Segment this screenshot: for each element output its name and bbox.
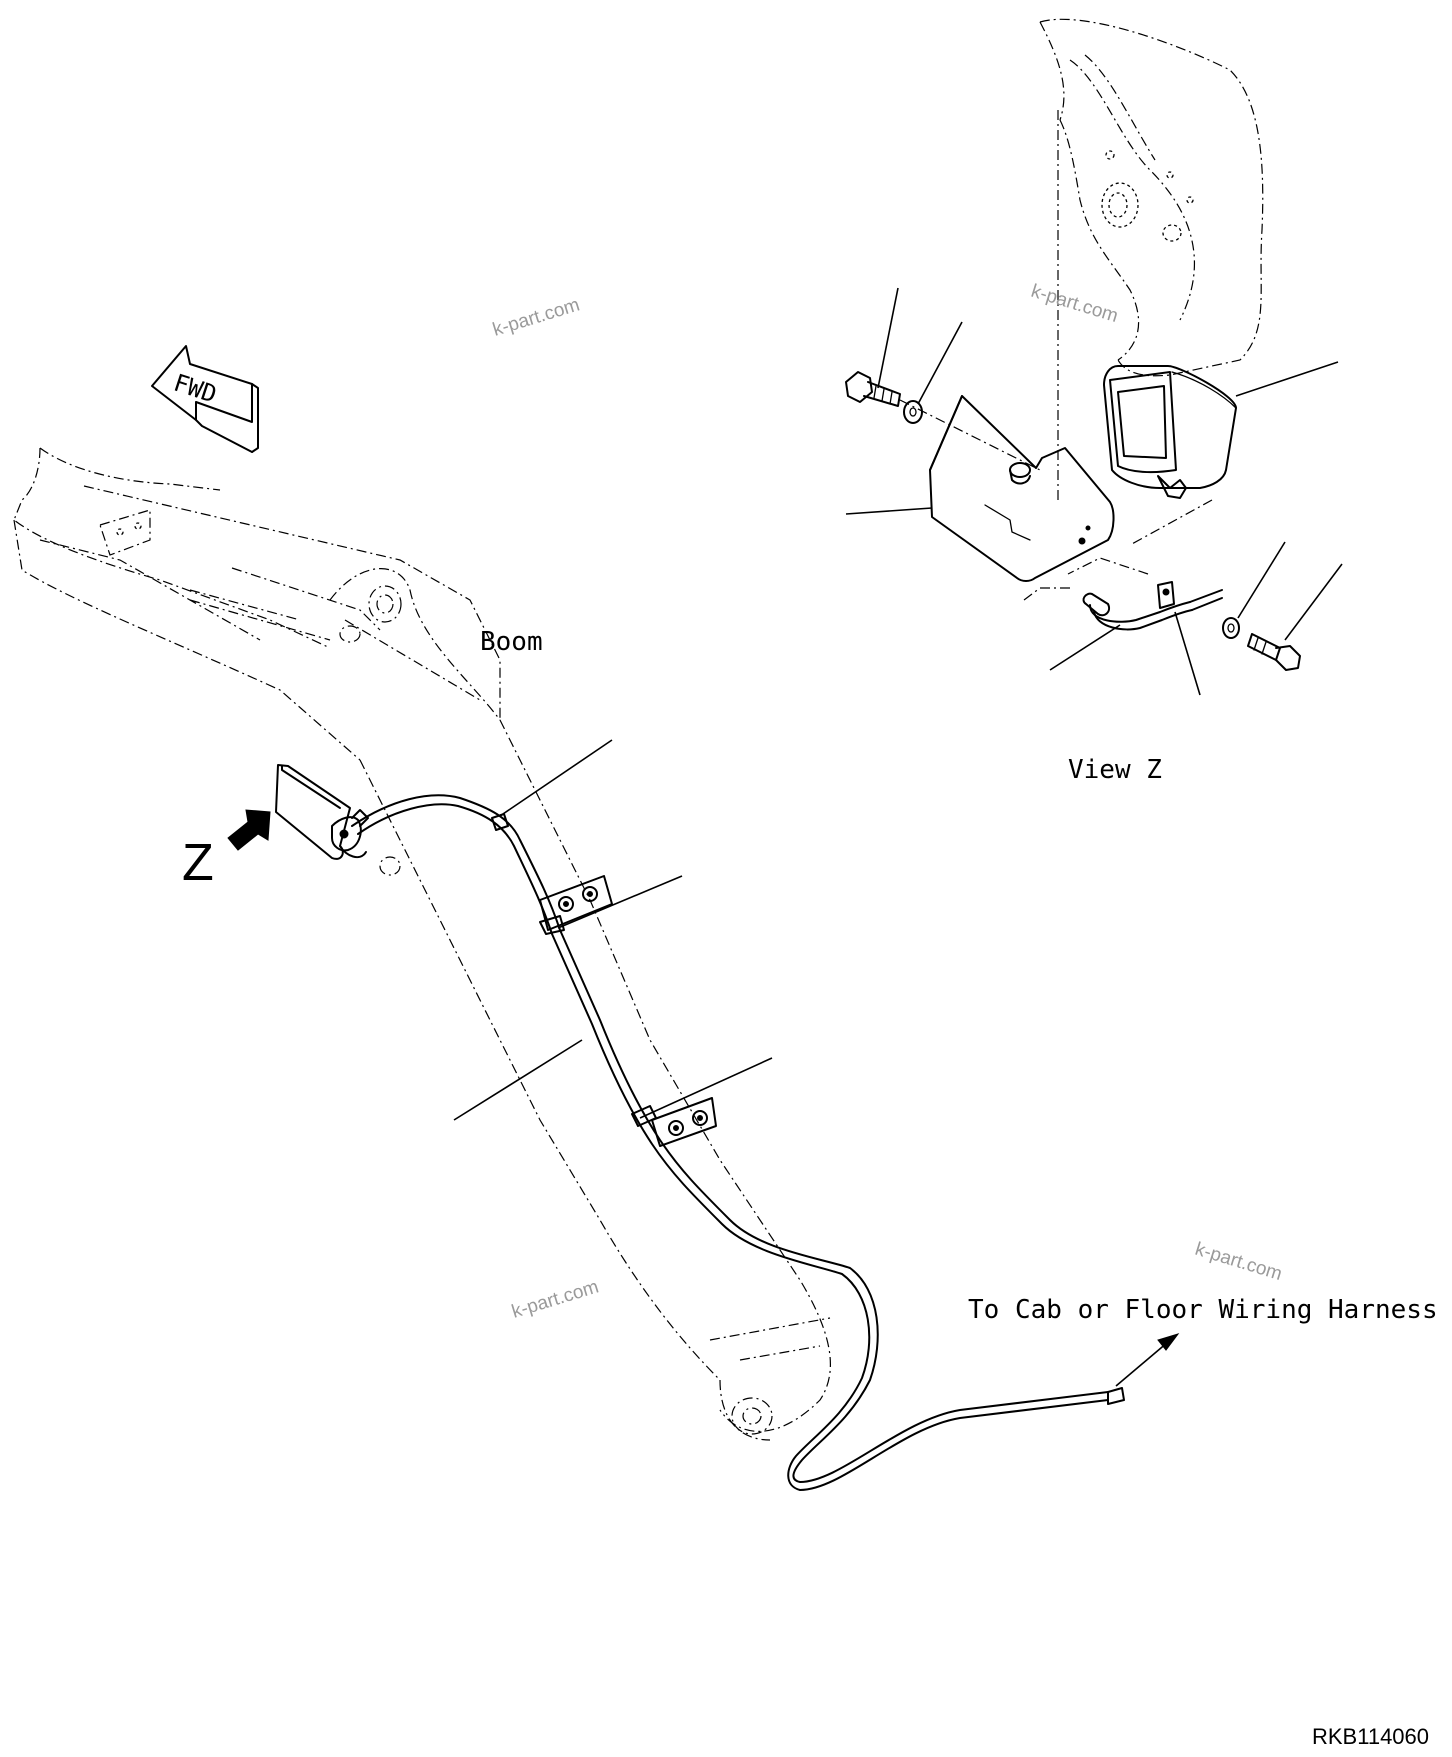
fwd-arrow-icon: FWD (151, 345, 259, 453)
work-lamp (1103, 365, 1237, 546)
leader-lines-boom (453, 739, 773, 1121)
washer-upper (903, 400, 923, 424)
boom-lamp-assembly (275, 764, 369, 860)
drawing-code: RKB114060 (1312, 1724, 1429, 1749)
harness-direction-arrow-icon (1115, 1333, 1180, 1387)
boom-outline (13, 447, 831, 1441)
lamp-connector (1023, 557, 1223, 631)
boom-label: Boom (480, 627, 543, 657)
view-z-arrow-icon (227, 809, 271, 851)
bolt-axis-upper (899, 399, 1041, 471)
watermark: k-part.com (509, 1276, 601, 1322)
watermark: k-part.com (490, 294, 582, 340)
z-marker-label: Z (182, 834, 214, 892)
fwd-label: FWD (170, 369, 220, 409)
boom-bracket-outline (1039, 18, 1264, 377)
washer-lower (1222, 617, 1240, 639)
harness-clamps (539, 875, 717, 1147)
leader-lines-view-z (845, 287, 1343, 696)
view-z-label: View Z (1068, 755, 1162, 785)
light-mounting-bracket (929, 395, 1115, 582)
harness-note: To Cab or Floor Wiring Harness (968, 1295, 1438, 1325)
bolt-upper (845, 371, 901, 407)
watermark: k-part.com (1193, 1239, 1285, 1285)
watermark: k-part.com (1029, 281, 1121, 327)
bolt-lower (1247, 633, 1301, 671)
wiring-harness (351, 794, 1125, 1491)
